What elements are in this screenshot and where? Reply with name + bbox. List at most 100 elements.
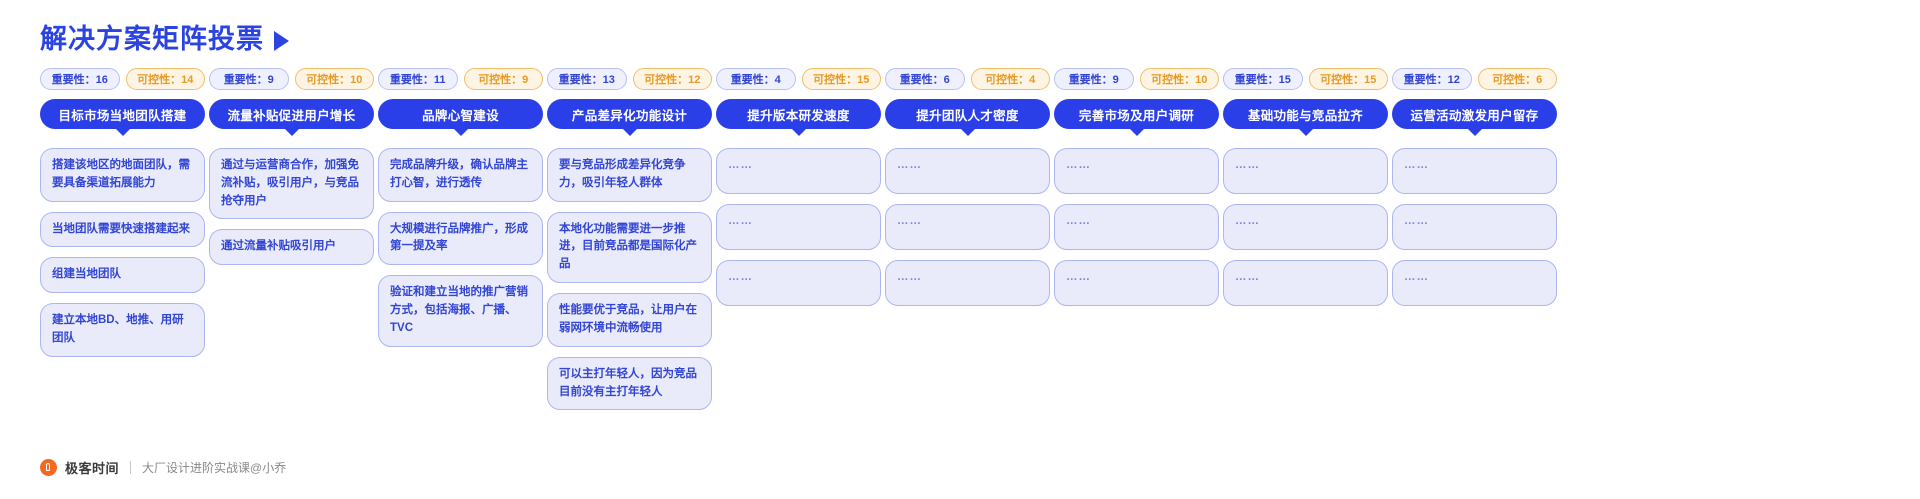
controllability-tag[interactable]: 可控性：12 [632, 68, 712, 90]
idea-card[interactable]: …… [1223, 204, 1388, 250]
card-list: …… …… …… [885, 148, 1050, 306]
importance-tag[interactable]: 重要性：16 [40, 68, 120, 90]
card-list: …… …… …… [1223, 148, 1388, 306]
importance-tag[interactable]: 重要性：4 [716, 68, 796, 90]
column-header[interactable]: 目标市场当地团队搭建 [40, 99, 205, 136]
footer-divider [130, 461, 132, 474]
idea-card[interactable]: …… [1392, 204, 1557, 250]
idea-card[interactable]: …… [1392, 148, 1557, 194]
idea-card[interactable]: …… [716, 204, 881, 250]
idea-card[interactable]: …… [1054, 204, 1219, 250]
page-title: 解决方案矩阵投票 [40, 26, 289, 53]
idea-card[interactable]: 通过与运营商合作，加强免流补贴，吸引用户，与竞品抢夺用户 [209, 148, 374, 220]
idea-card[interactable]: 建立本地BD、地推、用研团队 [40, 303, 205, 357]
column-header[interactable]: 提升团队人才密度 [885, 99, 1050, 136]
card-list: 要与竞品形成差异化竞争力，吸引年轻人群体本地化功能需要进一步推进，目前竞品都是国… [547, 148, 712, 411]
footer-logo-text: 极客时间 [65, 461, 120, 476]
idea-card[interactable]: …… [1223, 148, 1388, 194]
importance-tag[interactable]: 重要性：6 [885, 68, 965, 90]
column-header[interactable]: 产品差异化功能设计 [547, 99, 712, 136]
controllability-tag[interactable]: 可控性：10 [294, 68, 374, 90]
idea-card[interactable]: 完成品牌升级，确认品牌主打心智，进行透传 [378, 148, 543, 202]
idea-card[interactable]: …… [1054, 148, 1219, 194]
column-header-label: 提升团队人才密度 [916, 108, 1019, 123]
idea-card[interactable]: …… [716, 260, 881, 306]
card-list: 通过与运营商合作，加强免流补贴，吸引用户，与竞品抢夺用户通过流量补贴吸引用户 [209, 148, 374, 266]
importance-tag[interactable]: 重要性：9 [209, 68, 289, 90]
controllability-tag[interactable]: 可控性：14 [125, 68, 205, 90]
footer-note: 大厂设计进阶实战课@小乔 [142, 461, 287, 475]
idea-card[interactable]: 组建当地团队 [40, 257, 205, 294]
caret-down-icon [283, 128, 300, 136]
controllability-tag[interactable]: 可控性：4 [970, 68, 1050, 90]
column-header-label: 提升版本研发速度 [747, 108, 850, 123]
importance-tag[interactable]: 重要性：11 [378, 68, 458, 90]
column-header-label: 目标市场当地团队搭建 [58, 108, 187, 123]
idea-card[interactable]: …… [1392, 260, 1557, 306]
idea-card[interactable]: 可以主打年轻人，因为竞品目前没有主打年轻人 [547, 356, 712, 411]
idea-card[interactable]: 本地化功能需要进一步推进，目前竞品都是国际化产品 [547, 211, 712, 284]
caret-down-icon [114, 128, 131, 136]
column-header-label: 运营活动激发用户留存 [1410, 108, 1539, 123]
idea-card[interactable]: 搭建该地区的地面团队，需要具备渠道拓展能力 [40, 148, 205, 202]
footer: 极客时间 大厂设计进阶实战课@小乔 [40, 458, 286, 477]
idea-card[interactable]: 大规模进行品牌推广，形成第一提及率 [378, 211, 543, 266]
geekbang-logo-icon [40, 459, 57, 476]
column-header-label: 完善市场及用户调研 [1078, 108, 1195, 123]
column-header-label: 流量补贴促进用户增长 [227, 108, 356, 123]
idea-card[interactable]: 通过流量补贴吸引用户 [209, 229, 374, 266]
column-header[interactable]: 完善市场及用户调研 [1054, 99, 1219, 136]
idea-card[interactable]: …… [885, 260, 1050, 306]
importance-tag[interactable]: 重要性：9 [1054, 68, 1134, 90]
caret-down-icon [790, 128, 807, 136]
column-header[interactable]: 基础功能与竞品拉齐 [1223, 99, 1388, 136]
idea-card[interactable]: …… [885, 148, 1050, 194]
importance-tag[interactable]: 重要性：15 [1223, 68, 1303, 90]
column-header[interactable]: 品牌心智建设 [378, 99, 543, 136]
idea-card[interactable]: …… [716, 148, 881, 194]
idea-card[interactable]: 性能要优于竞品，让用户在弱网环境中流畅使用 [547, 293, 712, 347]
card-list: 完成品牌升级，确认品牌主打心智，进行透传大规模进行品牌推广，形成第一提及率验证和… [378, 148, 543, 347]
controllability-tag[interactable]: 可控性：6 [1477, 68, 1557, 90]
column-header-label: 基础功能与竞品拉齐 [1247, 108, 1364, 123]
controllability-tag[interactable]: 可控性：10 [1139, 68, 1219, 90]
idea-card[interactable]: …… [1054, 260, 1219, 306]
idea-card[interactable]: 验证和建立当地的推广营销方式，包括海报、广播、TVC [378, 275, 543, 347]
idea-card[interactable]: 当地团队需要快速搭建起来 [40, 211, 205, 248]
controllability-tag[interactable]: 可控性：9 [463, 68, 543, 90]
caret-down-icon [1466, 128, 1483, 136]
importance-tag[interactable]: 重要性：13 [547, 68, 627, 90]
column-header[interactable]: 运营活动激发用户留存 [1392, 99, 1557, 136]
importance-tag[interactable]: 重要性：12 [1392, 68, 1472, 90]
controllability-tag[interactable]: 可控性：15 [1308, 68, 1388, 90]
controllability-tag[interactable]: 可控性：15 [801, 68, 881, 90]
play-triangle-icon[interactable] [274, 30, 289, 51]
card-list: …… …… …… [1054, 148, 1219, 306]
column-header[interactable]: 流量补贴促进用户增长 [209, 99, 374, 136]
idea-card[interactable]: …… [885, 204, 1050, 250]
caret-down-icon [452, 128, 469, 136]
caret-down-icon [621, 128, 638, 136]
column-header-label: 产品差异化功能设计 [571, 108, 688, 123]
column-header[interactable]: 提升版本研发速度 [716, 99, 881, 136]
idea-card[interactable]: 要与竞品形成差异化竞争力，吸引年轻人群体 [547, 148, 712, 202]
card-list: 搭建该地区的地面团队，需要具备渠道拓展能力当地团队需要快速搭建起来组建当地团队建… [40, 148, 205, 357]
idea-card[interactable]: …… [1223, 260, 1388, 306]
